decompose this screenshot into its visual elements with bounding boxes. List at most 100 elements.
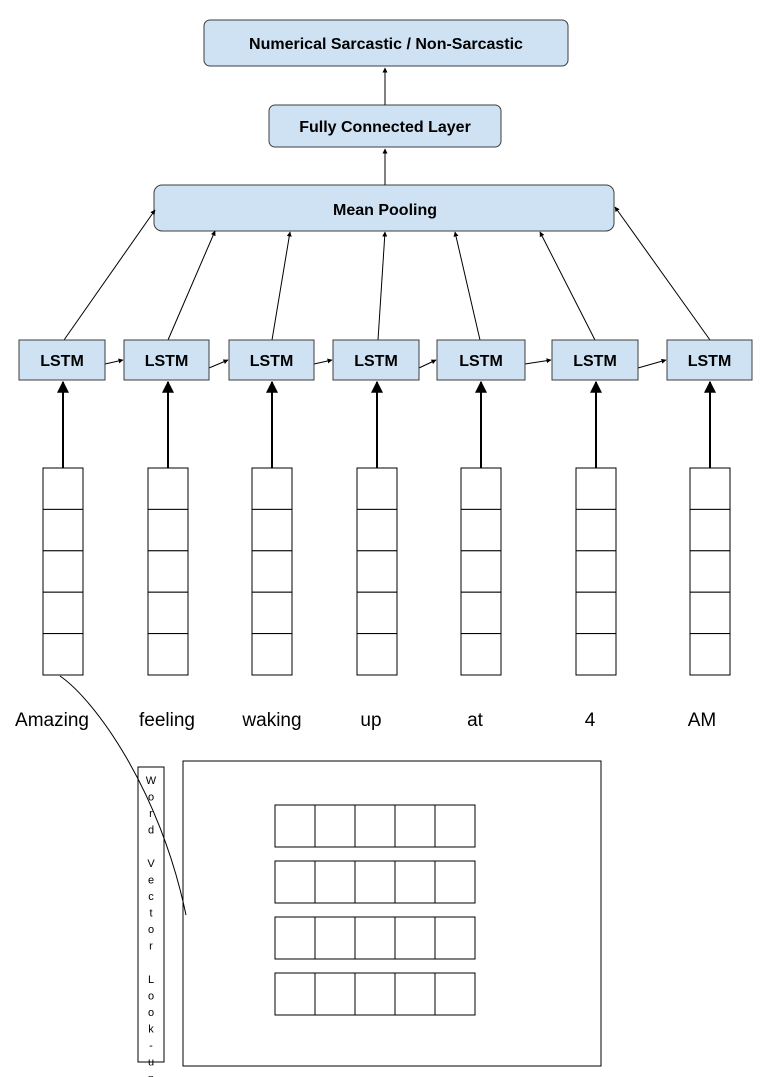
arrow-lstm-to-pooling [453, 231, 481, 341]
vector-cell [42, 550, 84, 593]
word-vector-column [251, 467, 293, 676]
lookup-cell [274, 916, 316, 960]
arrow-lstm-to-pooling [167, 230, 216, 341]
vector-cell [42, 467, 84, 510]
lookup-label-char: e [148, 875, 154, 887]
word-label: 4 [585, 710, 596, 731]
vector-cell [251, 508, 293, 552]
lstm-cell-label: LSTM [573, 353, 617, 370]
lstm-cell-label: LSTM [145, 353, 189, 370]
lookup-table-grid [274, 804, 476, 1016]
word-label: waking [241, 710, 301, 731]
lstm-cell-label: LSTM [250, 353, 294, 370]
lookup-cell [314, 916, 356, 960]
vector-cell [251, 591, 293, 635]
vector-cell [356, 550, 398, 593]
word-vector-column [575, 467, 617, 676]
lstm-cell: LSTM [18, 339, 106, 381]
vector-cell [251, 550, 293, 593]
word-label: AM [688, 710, 717, 731]
lstm-cell-label: LSTM [459, 353, 503, 370]
lookup-connector-curve [59, 675, 187, 916]
lookup-cell [394, 804, 436, 848]
lookup-label-char: r [149, 941, 153, 953]
vector-cell [356, 508, 398, 552]
arrow-lstm-to-pooling [539, 231, 596, 341]
vector-cell [689, 550, 731, 593]
lookup-row [274, 916, 476, 960]
lstm-cell-box [332, 339, 420, 381]
lookup-cell [354, 804, 396, 848]
lookup-label-char: r [149, 808, 153, 820]
vector-cell [460, 633, 502, 676]
vector-cell [575, 633, 617, 676]
word-label: Amazing [15, 710, 89, 731]
word-labels: Amazing feeling waking up at 4 AM [15, 710, 716, 731]
lookup-row [274, 804, 476, 848]
lookup-cell [394, 916, 436, 960]
lookup-row [274, 972, 476, 1016]
lookup-label-char: o [148, 924, 154, 936]
arrow-lstm-to-next-lstm [313, 358, 333, 365]
lookup-cell [274, 972, 316, 1016]
lookup-cell [354, 972, 396, 1016]
lookup-label-char: V [147, 858, 155, 870]
word-label: feeling [139, 710, 195, 731]
arrow-lstm-to-pooling [377, 231, 388, 341]
word-vector-columns [42, 467, 731, 676]
lookup-cell [394, 972, 436, 1016]
vector-cell [689, 508, 731, 552]
word-vector-column [460, 467, 502, 676]
lookup-label-char: o [148, 991, 154, 1003]
lookup-label-char: - [149, 1040, 153, 1052]
lstm-cell: LSTM [228, 339, 315, 381]
vector-cell [251, 633, 293, 676]
lookup-cell [274, 860, 316, 904]
arrow-lstm-to-next-lstm [208, 359, 229, 369]
vector-cell [147, 591, 189, 635]
mean-pooling-node: Mean Pooling [153, 184, 615, 232]
arrow-lstm-to-next-lstm [637, 358, 667, 369]
vector-cell [147, 467, 189, 510]
vector-cell [42, 508, 84, 552]
arrow-lstm-to-next-lstm [524, 358, 552, 365]
lstm-cell: LSTM [123, 339, 210, 381]
vector-cell [42, 591, 84, 635]
lstm-cell-label: LSTM [354, 353, 398, 370]
lookup-label-char: t [149, 908, 152, 920]
word-label: at [467, 710, 484, 731]
mean-pooling-node-box [153, 184, 615, 232]
lookup-cell [274, 804, 316, 848]
vector-cell [147, 508, 189, 552]
lookup-cell [434, 972, 476, 1016]
lookup-label-char: u [148, 1057, 154, 1069]
lstm-cell-box [123, 339, 210, 381]
word-label: up [360, 710, 381, 731]
vector-cell [42, 633, 84, 676]
output-node-label: Numerical Sarcastic / Non-Sarcastic [249, 36, 523, 53]
lookup-cell [434, 804, 476, 848]
lstm-cell-box [551, 339, 639, 381]
vector-cell [460, 591, 502, 635]
lookup-row [274, 860, 476, 904]
lookup-cell [434, 860, 476, 904]
arrow-lstm-to-pooling [271, 231, 292, 341]
vector-cell [356, 591, 398, 635]
lstm-chain-arrows [104, 358, 667, 369]
arrow-lstm-to-next-lstm [104, 358, 124, 365]
lookup-label-char: L [148, 974, 154, 986]
lstm-cell-box [666, 339, 753, 381]
vector-cell [460, 508, 502, 552]
lookup-cell [314, 804, 356, 848]
fully-connected-node-label: Fully Connected Layer [299, 119, 471, 136]
lstm-cell: LSTM [436, 339, 526, 381]
embedding-input-arrows [57, 380, 716, 468]
lstm-cell: LSTM [666, 339, 753, 381]
lstm-cell-label: LSTM [40, 353, 84, 370]
lstm-layer: LSTM LSTM LSTM LSTM LSTM LSTM LSTM [18, 339, 753, 381]
vector-cell [460, 550, 502, 593]
vector-cell [575, 591, 617, 635]
lookup-cell [394, 860, 436, 904]
lookup-cell [314, 972, 356, 1016]
